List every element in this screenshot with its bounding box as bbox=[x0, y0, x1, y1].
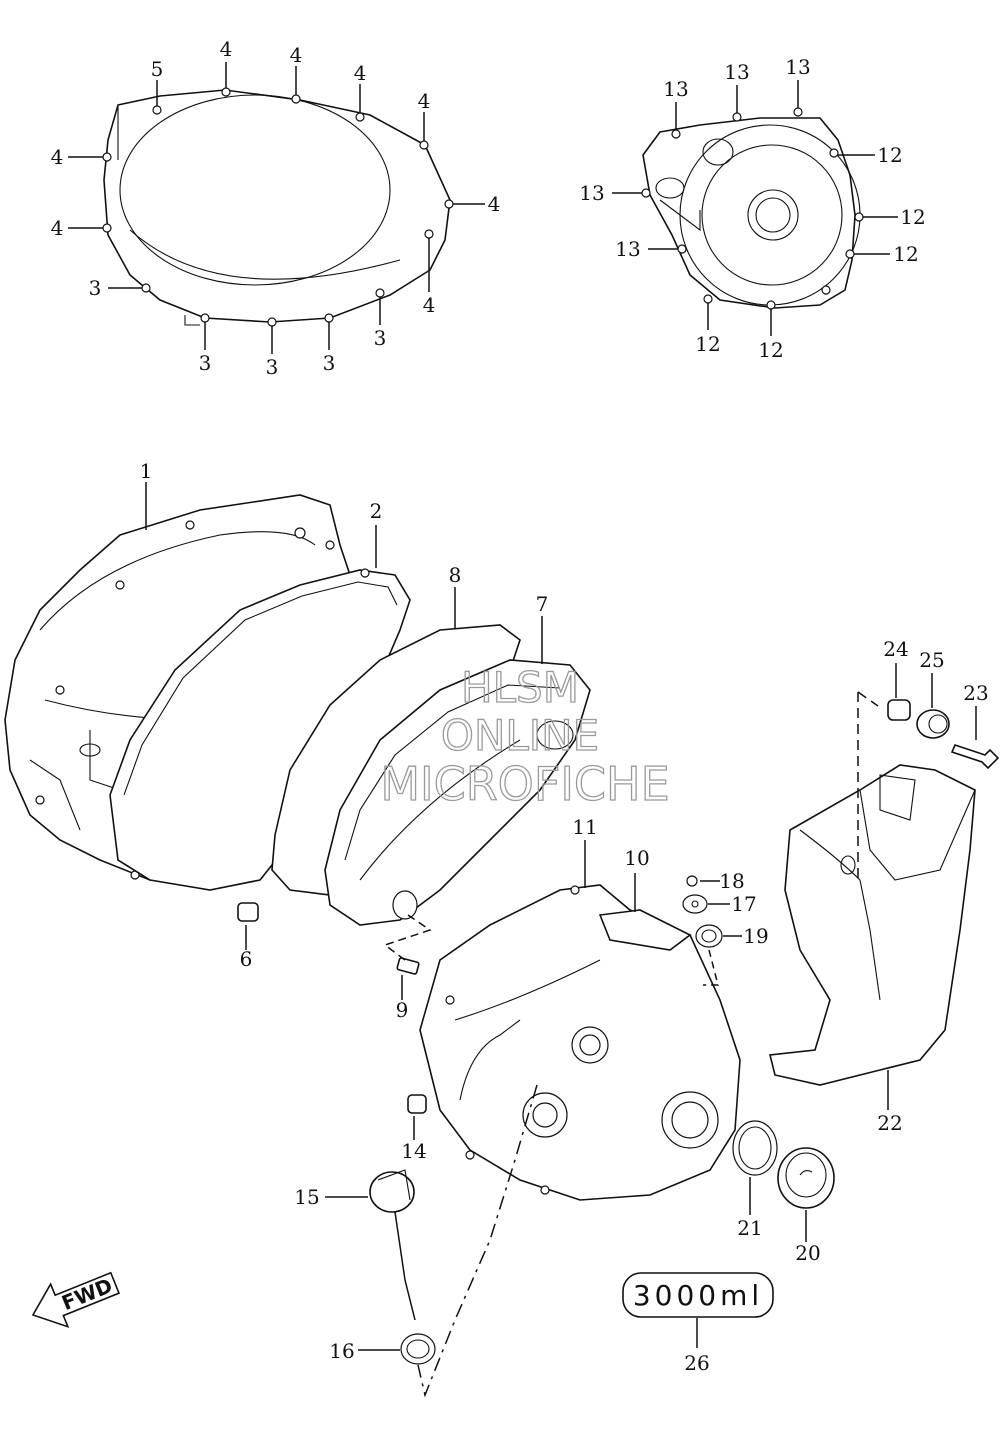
callout-14: 14 bbox=[401, 1139, 426, 1163]
part-19-o-ring bbox=[695, 924, 723, 948]
part-2-gasket bbox=[109, 568, 411, 891]
fwd-label: FWD bbox=[58, 1273, 116, 1315]
part-14-dowel-pin bbox=[407, 1094, 427, 1114]
callout-4-h: 4 bbox=[423, 293, 436, 317]
callout-2: 2 bbox=[370, 499, 383, 523]
callout-4-d: 4 bbox=[418, 89, 431, 113]
part-22-sprocket-cover bbox=[769, 764, 976, 1086]
callout-13-d: 13 bbox=[579, 181, 604, 205]
part-25-grommet bbox=[916, 709, 950, 739]
callout-3-c: 3 bbox=[199, 351, 212, 375]
watermark-line-2: ONLINE bbox=[441, 711, 599, 760]
callout-18: 18 bbox=[719, 869, 744, 893]
part-16-o-ring bbox=[400, 1333, 436, 1365]
callout-22: 22 bbox=[877, 1111, 902, 1135]
callout-25: 25 bbox=[919, 648, 944, 672]
callout-4-b: 4 bbox=[290, 43, 303, 67]
part-6-dowel-pin bbox=[237, 902, 259, 922]
callout-leaders-top-right bbox=[612, 80, 898, 336]
callout-3-a: 3 bbox=[89, 276, 102, 300]
callout-4-f: 4 bbox=[488, 192, 501, 216]
fwd-arrow-icon: FWD bbox=[31, 1271, 121, 1329]
callout-12-d: 12 bbox=[695, 332, 720, 356]
part-26-label-badge: 3000ml bbox=[622, 1272, 774, 1318]
callout-19: 19 bbox=[743, 924, 768, 948]
callout-11: 11 bbox=[572, 815, 597, 839]
callout-4-e: 4 bbox=[51, 145, 64, 169]
callout-13-e: 13 bbox=[615, 237, 640, 261]
dash-leader-9 bbox=[383, 914, 432, 961]
part-9-bolt bbox=[396, 957, 420, 975]
callout-5: 5 bbox=[151, 57, 164, 81]
clutch-cover-outline-top bbox=[102, 87, 454, 327]
part-11-magneto-cover bbox=[419, 884, 741, 1201]
callout-1: 1 bbox=[140, 459, 153, 483]
part-23-bolt bbox=[950, 744, 1000, 770]
callout-6: 6 bbox=[240, 947, 253, 971]
callout-8: 8 bbox=[449, 563, 462, 587]
callout-12-b: 12 bbox=[900, 205, 925, 229]
callout-leaders-top-left bbox=[68, 62, 485, 354]
callout-13-a: 13 bbox=[663, 77, 688, 101]
callout-9: 9 bbox=[396, 998, 409, 1022]
callout-24: 24 bbox=[883, 637, 908, 661]
part-10-cover-rib bbox=[598, 909, 692, 951]
callout-13-c: 13 bbox=[785, 55, 810, 79]
part-18-small-ring bbox=[686, 875, 698, 887]
callout-7: 7 bbox=[536, 592, 549, 616]
callout-13-b: 13 bbox=[724, 60, 749, 84]
dash-leader-24 bbox=[857, 691, 879, 880]
part-17-washer bbox=[682, 894, 708, 914]
watermark-line-3: MICROFICHE bbox=[380, 757, 669, 811]
watermark: HLSM ONLINE MICROFICHE bbox=[380, 662, 671, 811]
part-7-release-cover bbox=[324, 659, 591, 926]
magneto-cover-outline-top bbox=[641, 107, 864, 310]
callout-16: 16 bbox=[329, 1339, 354, 1363]
callout-3-e: 3 bbox=[323, 351, 336, 375]
callout-4-c: 4 bbox=[354, 61, 367, 85]
callout-12-e: 12 bbox=[758, 338, 783, 362]
callout-3-b: 3 bbox=[374, 326, 387, 350]
callout-21: 21 bbox=[737, 1216, 762, 1240]
callout-26: 26 bbox=[684, 1351, 709, 1375]
callout-4-a: 4 bbox=[220, 37, 233, 61]
callout-15: 15 bbox=[294, 1185, 319, 1209]
watermark-line-1: HLSM bbox=[461, 663, 579, 712]
part-15-oil-filler-cap bbox=[369, 1169, 416, 1321]
callout-17: 17 bbox=[731, 892, 756, 916]
part-20-cap-plug bbox=[777, 1147, 835, 1209]
callout-10: 10 bbox=[624, 846, 649, 870]
part-24-collar bbox=[887, 699, 911, 721]
callout-3-d: 3 bbox=[266, 355, 279, 379]
callout-23: 23 bbox=[963, 681, 988, 705]
dash-leader-15-16 bbox=[417, 1084, 538, 1398]
badge-text: 3000ml bbox=[633, 1279, 763, 1312]
callout-20: 20 bbox=[795, 1241, 820, 1265]
part-21-o-ring bbox=[732, 1120, 778, 1176]
dash-leader-19 bbox=[703, 949, 719, 986]
callout-12-c: 12 bbox=[893, 242, 918, 266]
callout-12-a: 12 bbox=[877, 143, 902, 167]
callout-4-g: 4 bbox=[51, 216, 64, 240]
